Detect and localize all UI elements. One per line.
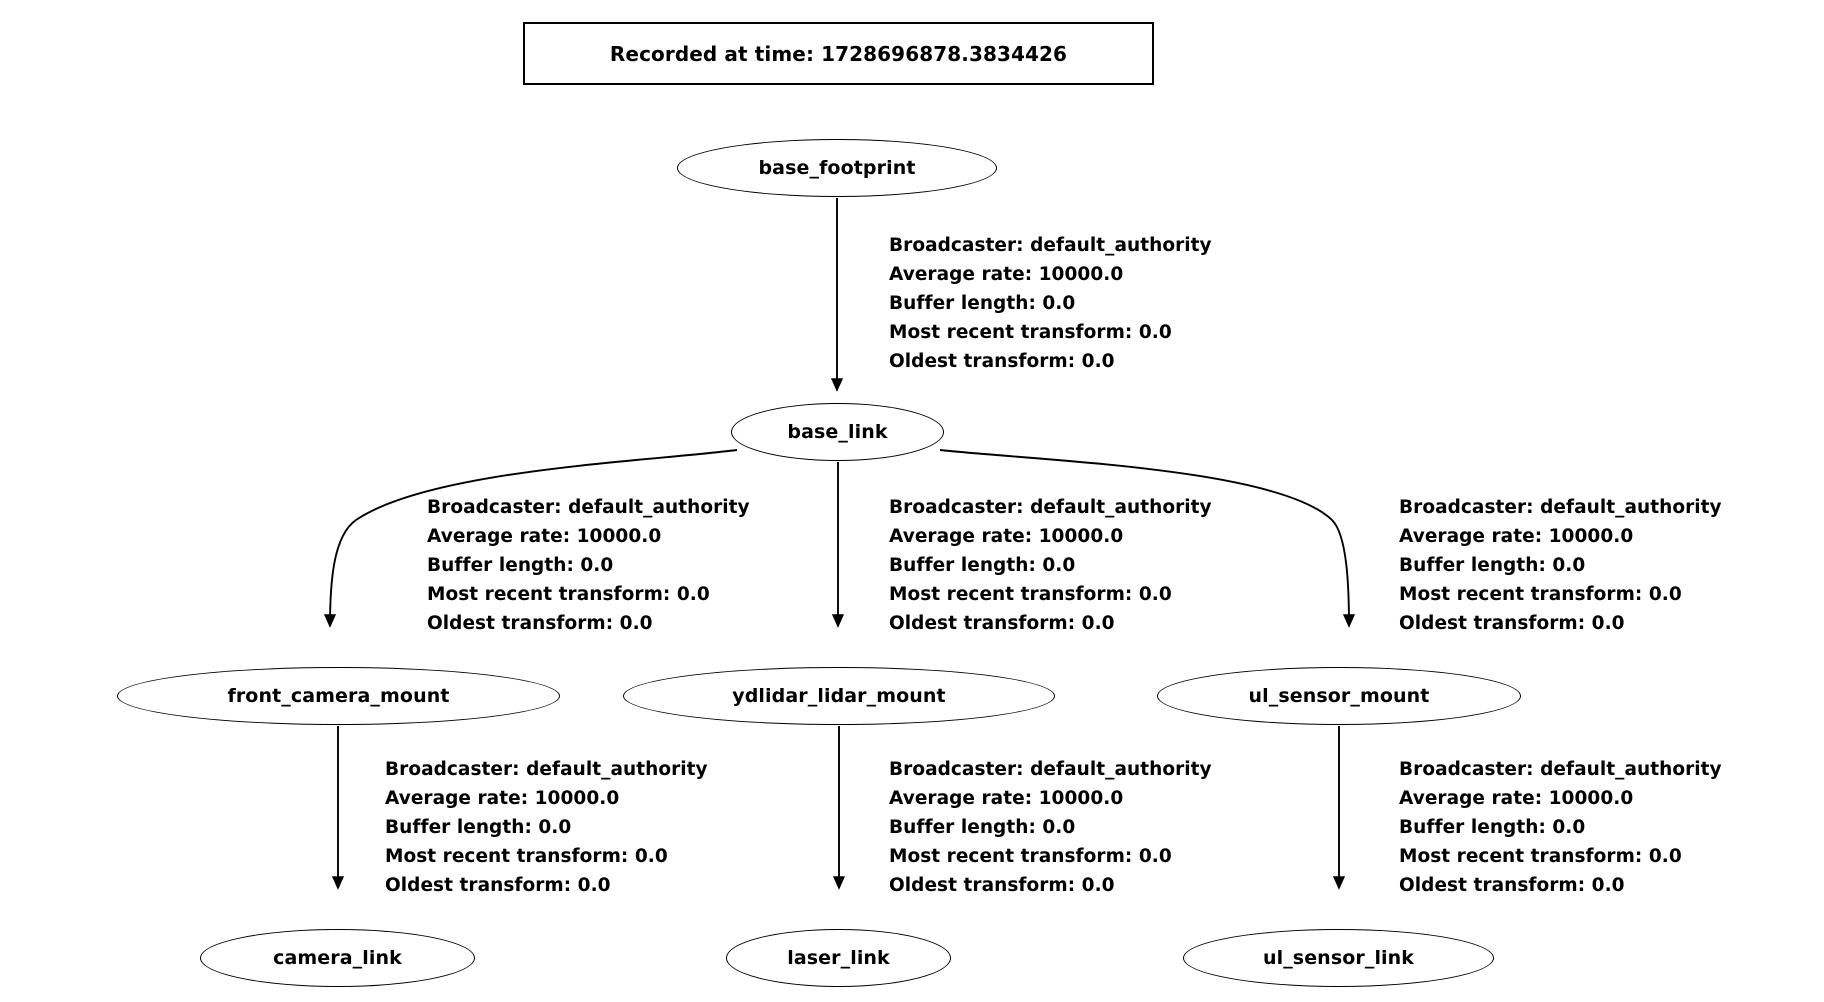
node-label: base_link [787, 421, 888, 443]
edge-label-most-recent-transform: Most recent transform: 0.0 [889, 846, 1172, 867]
node-camera_link[interactable]: camera_link [200, 929, 475, 987]
node-ul_sensor_mount[interactable]: ul_sensor_mount [1157, 667, 1521, 725]
node-label: ul_sensor_link [1262, 947, 1415, 969]
edge-label-base_link-ul_sensor_mount: Broadcaster: default_authority Average r… [1399, 493, 1722, 638]
edge-label-buffer-length: Buffer length: 0.0 [889, 293, 1076, 314]
edge-label-broadcaster: Broadcaster: default_authority [889, 497, 1212, 518]
edge-label-base_footprint-base_link: Broadcaster: default_authority Average r… [889, 231, 1212, 376]
edge-label-buffer-length: Buffer length: 0.0 [385, 817, 572, 838]
node-base_footprint[interactable]: base_footprint [677, 139, 997, 197]
edge-label-oldest-transform: Oldest transform: 0.0 [889, 613, 1115, 634]
node-label: laser_link [787, 947, 890, 969]
edge-label-average-rate: Average rate: 10000.0 [1399, 526, 1634, 547]
edge-label-oldest-transform: Oldest transform: 0.0 [1399, 613, 1625, 634]
edge-label-broadcaster: Broadcaster: default_authority [385, 759, 708, 780]
recorded-time-box: Recorded at time: 1728696878.3834426 [523, 22, 1154, 85]
node-front_camera_mount[interactable]: front_camera_mount [117, 667, 560, 725]
edge-label-front_camera_mount-camera_link: Broadcaster: default_authority Average r… [385, 755, 708, 900]
edge-label-buffer-length: Buffer length: 0.0 [889, 555, 1076, 576]
node-ydlidar_lidar_mount[interactable]: ydlidar_lidar_mount [623, 667, 1055, 725]
edge-label-most-recent-transform: Most recent transform: 0.0 [1399, 846, 1682, 867]
node-label: front_camera_mount [227, 685, 450, 707]
node-label: base_footprint [758, 157, 916, 179]
edge-label-most-recent-transform: Most recent transform: 0.0 [385, 846, 668, 867]
edge-label-most-recent-transform: Most recent transform: 0.0 [889, 584, 1172, 605]
edge-label-average-rate: Average rate: 10000.0 [889, 526, 1124, 547]
edge-label-average-rate: Average rate: 10000.0 [889, 788, 1124, 809]
edge-label-broadcaster: Broadcaster: default_authority [427, 497, 750, 518]
edge-label-most-recent-transform: Most recent transform: 0.0 [427, 584, 710, 605]
edge-label-most-recent-transform: Most recent transform: 0.0 [1399, 584, 1682, 605]
edge-label-buffer-length: Buffer length: 0.0 [1399, 555, 1586, 576]
node-laser_link[interactable]: laser_link [726, 929, 951, 987]
edge-label-oldest-transform: Oldest transform: 0.0 [1399, 875, 1625, 896]
edge-label-base_link-front_camera_mount: Broadcaster: default_authority Average r… [427, 493, 750, 638]
node-label: ul_sensor_mount [1248, 685, 1430, 707]
edge-label-broadcaster: Broadcaster: default_authority [1399, 759, 1722, 780]
edge-label-average-rate: Average rate: 10000.0 [1399, 788, 1634, 809]
node-base_link[interactable]: base_link [731, 403, 944, 461]
edge-label-oldest-transform: Oldest transform: 0.0 [427, 613, 653, 634]
recorded-time-label: Recorded at time: 1728696878.3834426 [609, 41, 1068, 66]
edge-label-ydlidar_lidar_mount-laser_link: Broadcaster: default_authority Average r… [889, 755, 1212, 900]
edge-label-oldest-transform: Oldest transform: 0.0 [889, 875, 1115, 896]
edge-label-broadcaster: Broadcaster: default_authority [1399, 497, 1722, 518]
edge-label-average-rate: Average rate: 10000.0 [889, 264, 1124, 285]
edge-label-oldest-transform: Oldest transform: 0.0 [889, 351, 1115, 372]
edge-label-average-rate: Average rate: 10000.0 [427, 526, 662, 547]
node-ul_sensor_link[interactable]: ul_sensor_link [1183, 929, 1494, 987]
edge-label-buffer-length: Buffer length: 0.0 [1399, 817, 1586, 838]
edge-label-broadcaster: Broadcaster: default_authority [889, 235, 1212, 256]
edge-label-buffer-length: Buffer length: 0.0 [427, 555, 614, 576]
edge-label-ul_sensor_mount-ul_sensor_link: Broadcaster: default_authority Average r… [1399, 755, 1722, 900]
edge-label-base_link-ydlidar_lidar_mount: Broadcaster: default_authority Average r… [889, 493, 1212, 638]
edge-label-average-rate: Average rate: 10000.0 [385, 788, 620, 809]
edge-label-buffer-length: Buffer length: 0.0 [889, 817, 1076, 838]
node-label: ydlidar_lidar_mount [732, 685, 946, 707]
node-label: camera_link [273, 947, 402, 969]
edge-label-oldest-transform: Oldest transform: 0.0 [385, 875, 611, 896]
edge-label-broadcaster: Broadcaster: default_authority [889, 759, 1212, 780]
edge-label-most-recent-transform: Most recent transform: 0.0 [889, 322, 1172, 343]
